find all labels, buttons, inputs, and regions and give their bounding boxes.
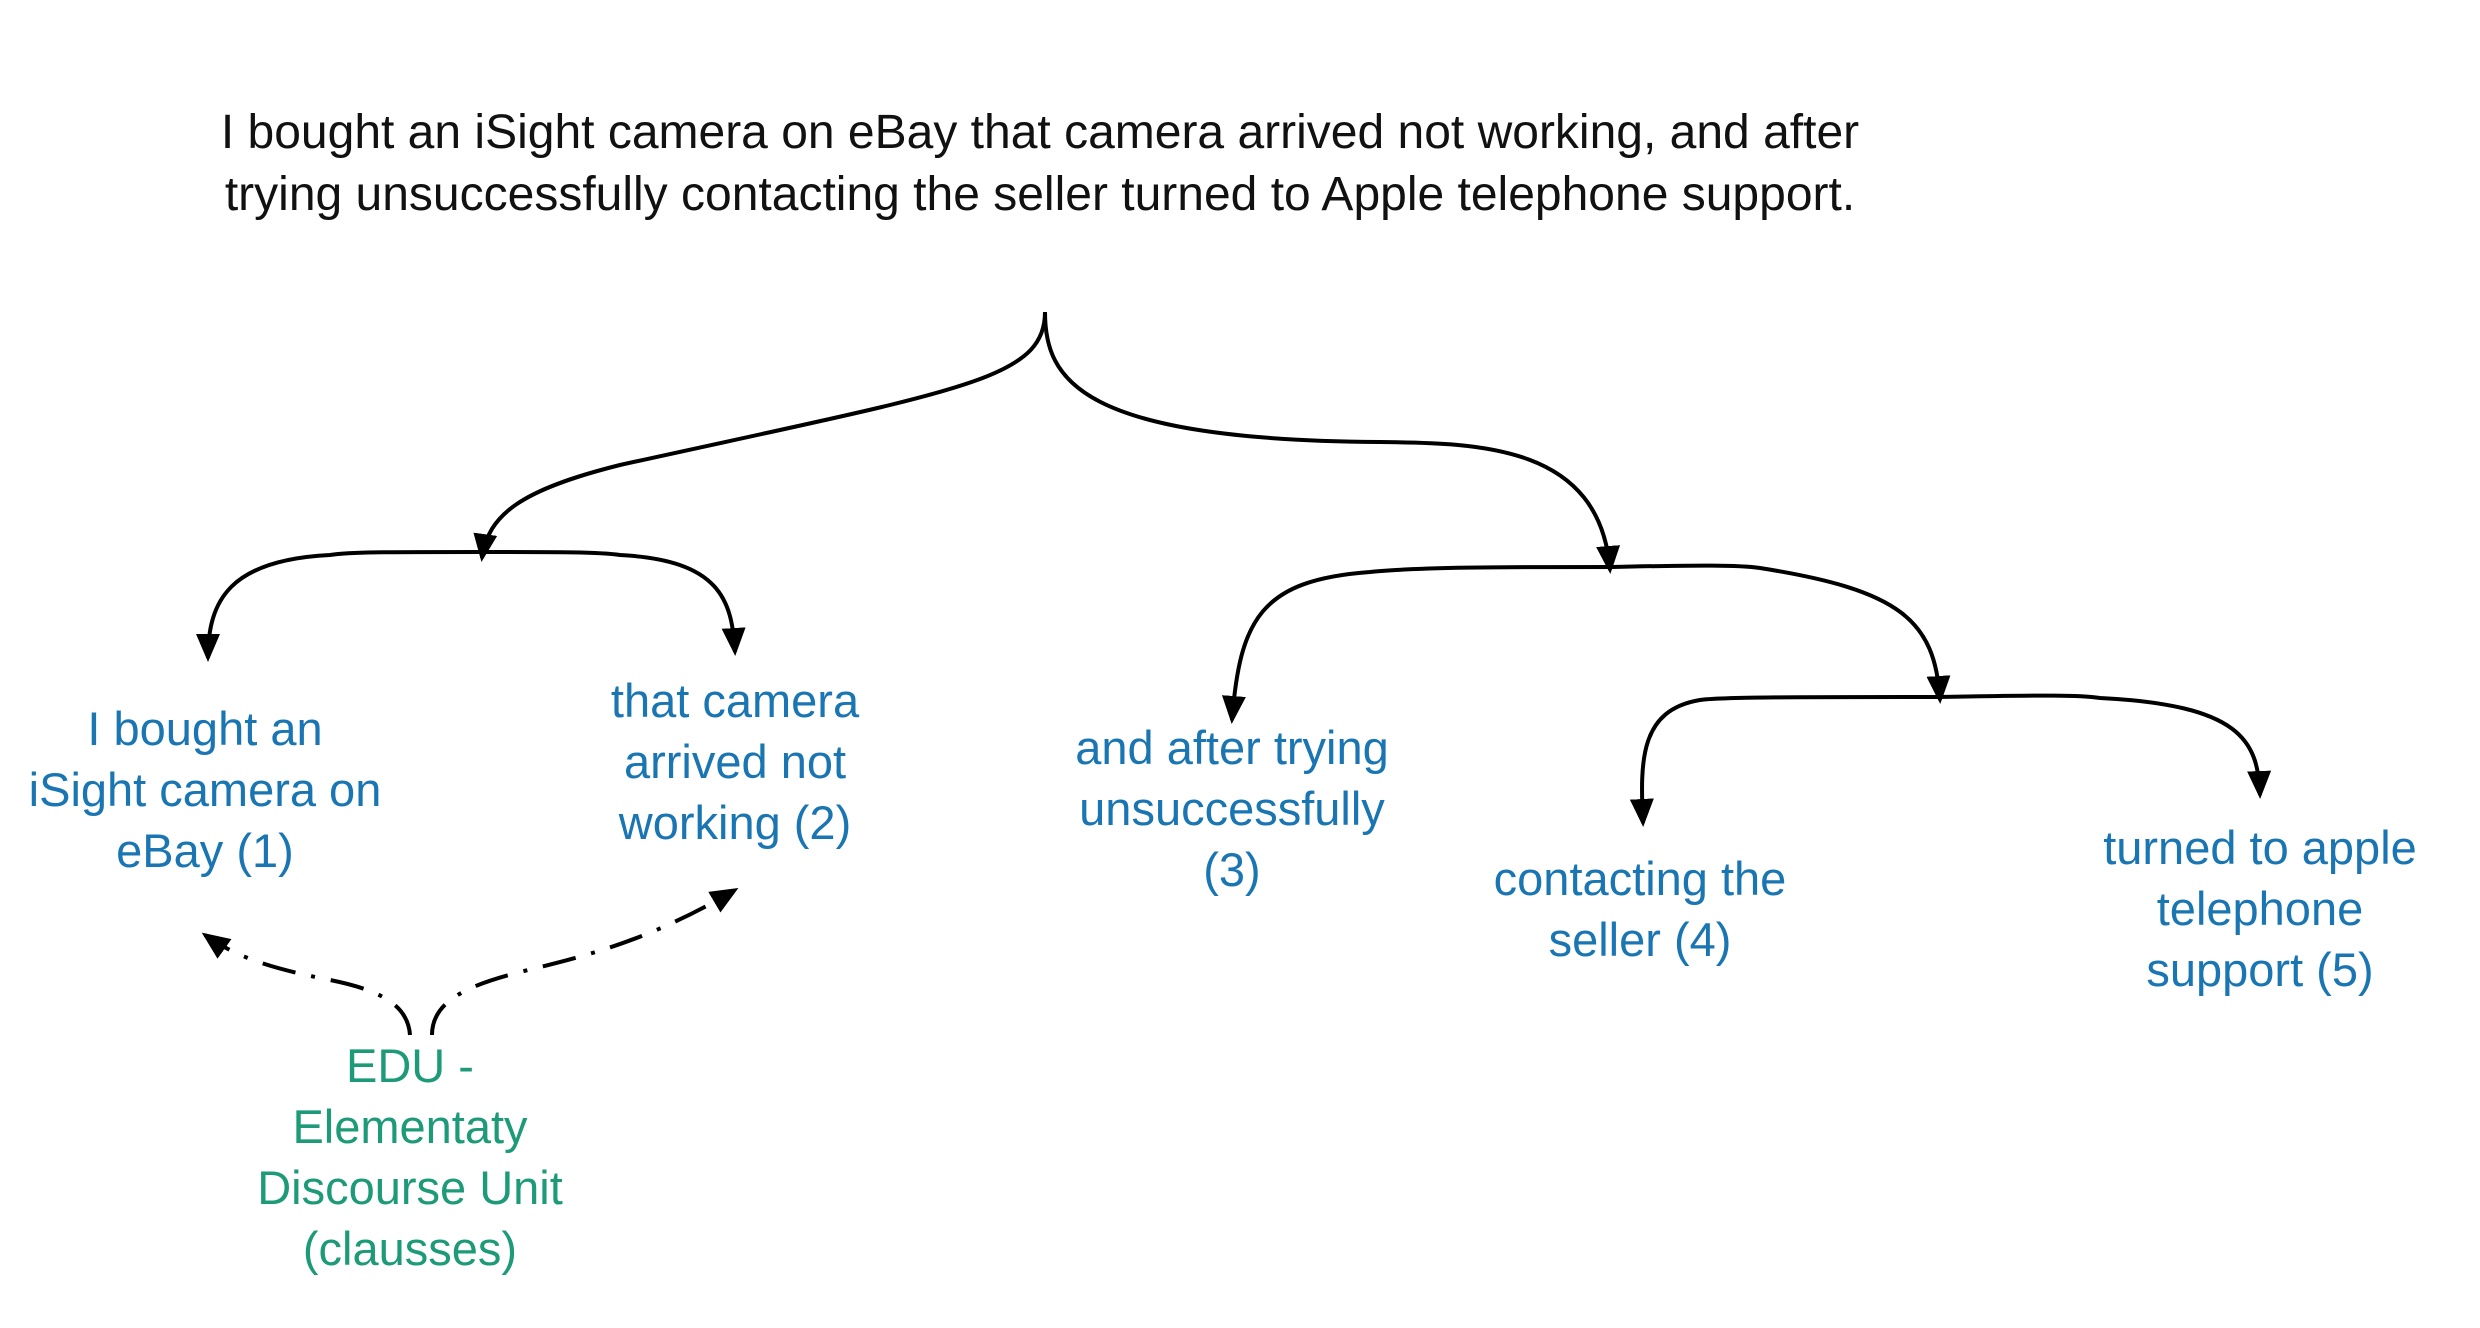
annotation-line: EDU - [346, 1039, 474, 1092]
segment-line: iSight camera on [28, 763, 382, 816]
edge-right-to-sub [1611, 563, 1951, 704]
edge-root-to-left [473, 311, 1047, 562]
sentence-line: I bought an iSight camera on eBay that c… [220, 106, 1860, 159]
segment-line: (3) [1203, 843, 1261, 896]
annotation-line: (clausses) [302, 1222, 518, 1275]
edge-sub-to-edu4 [1629, 695, 1939, 827]
annotation-line: Discourse Unit [257, 1161, 563, 1214]
annotation-line: Elementaty [292, 1100, 528, 1153]
segment-line: support (5) [2146, 943, 2374, 996]
segment-line: working (2) [618, 796, 852, 849]
edu-annotation-label: EDU - Elementaty Discourse Unit (clausse… [210, 1035, 610, 1279]
segment-line: that camera [610, 674, 860, 727]
segment-line: and after trying [1075, 721, 1389, 774]
edu-annotation-arrow-to-2 [430, 887, 739, 1036]
edge-right-to-edu3 [1221, 565, 1613, 724]
edge-root-to-right [1043, 311, 1621, 574]
segment-line: unsuccessfully [1079, 782, 1385, 835]
segment-line: eBay (1) [116, 824, 294, 877]
edge-left-to-edu2 [479, 550, 746, 656]
edu-annotation-arrow-to-1 [201, 932, 412, 1036]
source-sentence: I bought an iSight camera on eBay that c… [120, 102, 1960, 226]
segment-line: seller (4) [1548, 913, 1732, 966]
edge-sub-to-edu5 [1937, 693, 2272, 799]
segment-node-3: and after trying unsuccessfully (3) [1032, 717, 1432, 900]
edge-left-to-edu1 [196, 550, 481, 662]
segment-node-1: I bought an iSight camera on eBay (1) [5, 698, 405, 881]
segment-node-4: contacting the seller (4) [1440, 848, 1840, 970]
segment-line: telephone [2156, 882, 2364, 935]
segment-line: arrived not [623, 735, 847, 788]
segment-node-2: that camera arrived not working (2) [545, 670, 925, 853]
sentence-line: trying unsuccessfully contacting the sel… [224, 168, 1856, 221]
segment-node-5: turned to apple telephone support (5) [2060, 817, 2460, 1000]
segment-line: turned to apple [2103, 821, 2417, 874]
segment-line: contacting the [1493, 852, 1787, 905]
segment-line: I bought an [87, 702, 323, 755]
